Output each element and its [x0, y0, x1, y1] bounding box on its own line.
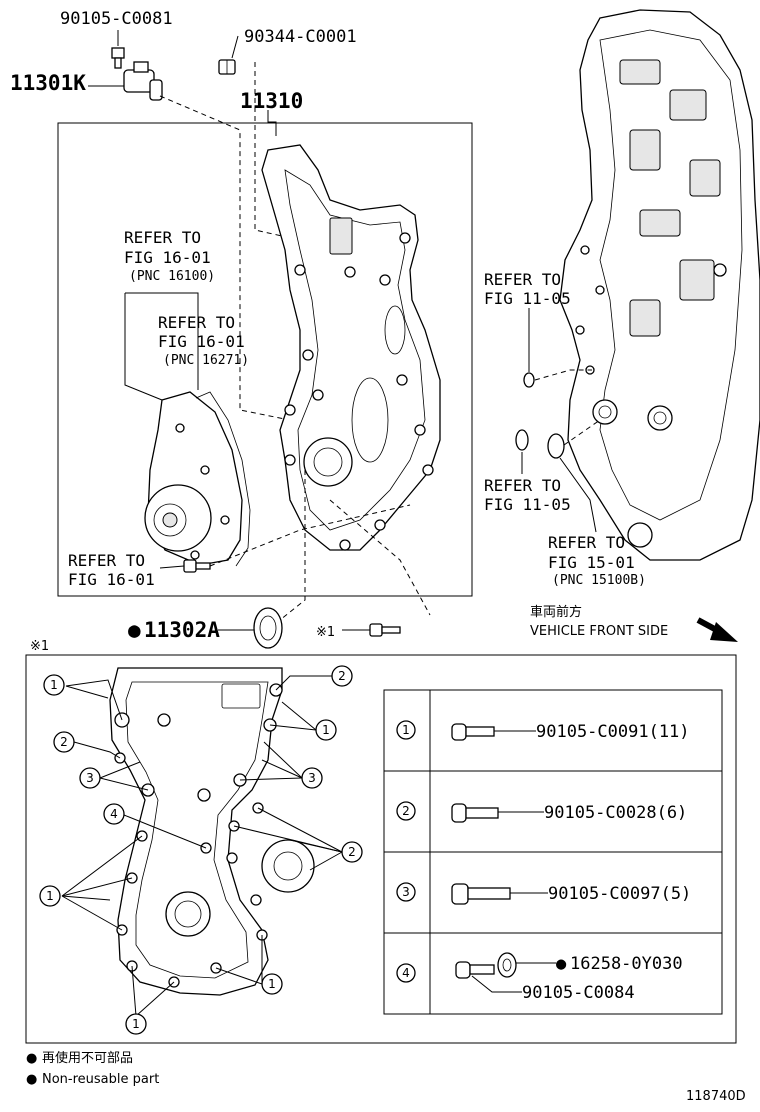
vehicle-front-jp: 車両前方 [530, 604, 582, 620]
svg-text:4: 4 [110, 807, 118, 821]
vehicle-front-en: VEHICLE FRONT SIDE [530, 624, 668, 639]
vehicle-front-arrow-icon [696, 617, 738, 642]
callout-3-b: 3 [301, 767, 323, 789]
svg-text:1: 1 [322, 723, 330, 737]
svg-text:1: 1 [46, 889, 54, 903]
svg-text:2: 2 [402, 804, 410, 818]
water-pump-illustration [144, 391, 243, 566]
callout-1-a: 1 [43, 674, 65, 696]
refer-16-01-bolt-line1: REFER TO [68, 551, 145, 570]
bolt-90105-C0028-icon [451, 803, 499, 823]
washer-16258-0Y030-icon [497, 952, 517, 978]
svg-text:3: 3 [86, 771, 94, 785]
refer-15-01-line2: FIG 15-01 [548, 553, 635, 572]
engine-block-illustration [559, 9, 760, 561]
callout-4-a: 4 [103, 803, 125, 825]
refer-16-01-bolt-line2: FIG 16-01 [68, 570, 155, 589]
svg-text:4: 4 [402, 966, 410, 980]
refer-16100-line2: FIG 16-01 [124, 248, 211, 267]
note-kome1-top: ※1 [316, 625, 335, 640]
callout-leaders [61, 675, 343, 1017]
part-number-90105-C0081: 90105-C0081 [60, 9, 173, 29]
non-reusable-mark-11302A: ● [128, 618, 141, 642]
refer-16271-line2: FIG 16-01 [158, 332, 245, 351]
refer-11-05-upper-line1: REFER TO [484, 270, 561, 289]
note-kome1-lower: ※1 [30, 639, 49, 654]
table-row-4: 4 ● 16258-0Y030 90105-C0084 [396, 952, 683, 1003]
bolt-kome1-icon [369, 623, 401, 637]
callout-2-a: 2 [53, 731, 75, 753]
legend-non-reusable-jp: 再使用不可部品 [42, 1050, 133, 1066]
table-row-2: 2 90105-C0028(6) [396, 801, 687, 823]
legend-mark-jp: ● [26, 1051, 37, 1066]
figure-id: 118740D [686, 1089, 746, 1104]
o-ring-medium [515, 429, 529, 451]
non-reusable-mark-16258: ● [556, 954, 567, 974]
callout-2-b: 2 [331, 665, 353, 687]
refer-15-01-line3: (PNC 15100B) [552, 573, 646, 588]
svg-text:1: 1 [132, 1017, 140, 1031]
water-pump-gasket [195, 391, 251, 567]
table-row-1: 1 90105-C0091(11) [396, 720, 690, 742]
svg-text:3: 3 [402, 885, 410, 899]
part-number-90344-C0001: 90344-C0001 [244, 27, 357, 47]
refer-16271-line3: (PNC 16271) [163, 353, 249, 368]
bolt-90105-C0091-icon [451, 723, 495, 741]
bolt-90105-C0084-icon [455, 961, 495, 979]
crank-position-sensor-icon [123, 61, 163, 101]
callout-3-a: 3 [79, 767, 101, 789]
refer-11-05-lower-line1: REFER TO [484, 476, 561, 495]
callout-1-d: 1 [261, 973, 283, 995]
svg-text:2: 2 [348, 845, 356, 859]
part-number-11310: 11310 [240, 89, 303, 113]
timing-cover-bolt-layout-illustration [109, 667, 315, 996]
svg-text:2: 2 [60, 735, 68, 749]
table-row-3-part: 90105-C0097(5) [548, 884, 691, 904]
callout-2-c: 2 [341, 841, 363, 863]
legend-non-reusable-en: Non-reusable part [42, 1072, 159, 1087]
svg-text:3: 3 [308, 771, 316, 785]
table-row-4-subpart: 90105-C0084 [522, 983, 635, 1003]
o-ring-small [523, 372, 535, 388]
part-number-11301K: 11301K [10, 71, 86, 95]
bolt-table [383, 689, 723, 1015]
part-number-11302A: 11302A [144, 618, 220, 642]
timing-cover-box [57, 122, 473, 597]
refer-16100-line1: REFER TO [124, 228, 201, 247]
nut-90344-C0001-icon [218, 59, 236, 75]
table-row-1-part: 90105-C0091(11) [536, 722, 690, 742]
callout-1-e: 1 [125, 1013, 147, 1035]
svg-text:1: 1 [268, 977, 276, 991]
legend-mark-en: ● [26, 1072, 37, 1087]
svg-text:1: 1 [402, 723, 410, 737]
table-row-4-part: 16258-0Y030 [570, 954, 683, 974]
refer-15-01-line1: REFER TO [548, 533, 625, 552]
bolt-90105-C0081-icon [111, 47, 125, 69]
table-row-2-part: 90105-C0028(6) [544, 803, 687, 823]
table-row-3: 3 90105-C0097(5) [396, 882, 691, 905]
o-ring-large [547, 433, 565, 459]
svg-text:2: 2 [338, 669, 346, 683]
callout-1-b: 1 [39, 885, 61, 907]
refer-16100-line3: (PNC 16100) [129, 269, 215, 284]
oil-seal-11302A-icon [253, 607, 283, 649]
refer-11-05-lower-line2: FIG 11-05 [484, 495, 571, 514]
refer-16271-line1: REFER TO [158, 313, 235, 332]
bolt-90105-C0097-icon [451, 883, 511, 905]
bolt-detail-box [25, 654, 737, 1044]
callout-1-c: 1 [315, 719, 337, 741]
svg-text:1: 1 [50, 678, 58, 692]
refer-11-05-upper-line2: FIG 11-05 [484, 289, 571, 308]
timing-chain-cover-illustration [261, 144, 441, 551]
